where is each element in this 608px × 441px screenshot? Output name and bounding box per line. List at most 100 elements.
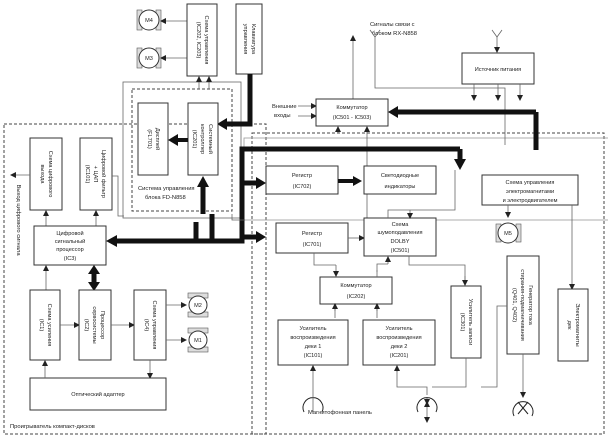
signals-label-1: Сигналы связи с <box>370 22 415 28</box>
register-ic701-line2: (IC701) <box>303 242 322 248</box>
control-circuit-line1: Схема управления <box>203 16 209 65</box>
playback-head-1-icon <box>302 365 324 413</box>
record-amp-line2: (IC301) <box>459 313 465 332</box>
motor-m3: M3 <box>136 47 162 69</box>
control-system-label-1: Система управления <box>138 186 195 192</box>
motor-m2: M2 <box>187 292 209 318</box>
dsp-line1: Цифровой <box>56 230 83 237</box>
bus-keyboard-controller <box>226 74 253 127</box>
playback-amp2-line2: воспроизведения <box>376 335 421 341</box>
dolby-block <box>363 217 437 257</box>
digital-out-block <box>29 137 63 211</box>
bus-main-right <box>212 146 460 244</box>
dolby-line1: Схема <box>392 222 410 228</box>
control-system-group <box>131 88 233 212</box>
register-ic702-block <box>265 165 339 195</box>
switch-ic202-block <box>319 276 393 305</box>
amp-ic1-block <box>29 289 61 361</box>
register-ic702-line1: Регистр <box>292 173 312 179</box>
deck-magnets-block <box>557 288 589 362</box>
motor-m1-label: M1 <box>194 338 202 344</box>
keyboard-block <box>235 3 263 75</box>
optical-adapter-label: Оптический адаптер <box>71 391 124 398</box>
cd-player-group <box>3 123 267 435</box>
system-controller-block <box>187 102 219 176</box>
servo-line1: Процессор <box>99 311 105 339</box>
led-indicators-line1: Светодиодные <box>381 173 419 179</box>
magnet-ctrl-line2: электромагнитами <box>506 189 554 195</box>
playback-amp1-line3: деки 1 <box>305 344 322 350</box>
optical-adapter-block <box>29 377 167 411</box>
playback-amp2-block <box>362 319 436 366</box>
digital-out-line2: выхода <box>39 164 45 184</box>
deck-magnets-line1: Электромагниты <box>574 303 580 346</box>
led-indicators-block <box>363 165 437 195</box>
motor-m4: M4 <box>136 9 162 31</box>
display-line2: (FL701) <box>146 129 152 149</box>
servo-block <box>78 289 112 361</box>
dsp-line2: сигнальный <box>55 238 86 245</box>
register-ic701-block <box>275 222 349 254</box>
digital-out-line1: Схема цифрового <box>47 151 53 198</box>
control-ic4-line1: Схема управления <box>151 301 157 350</box>
digital-filter-line2: + ЦАП <box>92 166 98 183</box>
digital-filter-line1: Цифровой фильтр <box>100 150 107 198</box>
bias-gen-block <box>506 255 540 355</box>
motor-m5-label: M5 <box>504 231 512 237</box>
motor-m3-label: M3 <box>145 56 153 62</box>
antenna-icon <box>369 29 506 145</box>
register-ic701-line1: Регистр <box>302 231 322 237</box>
antenna-icon <box>491 29 503 53</box>
motor-m1: M1 <box>187 327 209 353</box>
keyboard-line2: управления <box>242 24 248 55</box>
control-circuit-block <box>186 3 218 77</box>
dsp-block <box>33 225 107 266</box>
digital-output-label: Выход цифрового сигнала <box>15 184 21 256</box>
playback-amp2-line4: (IC201) <box>390 353 409 359</box>
motor-m4-label: M4 <box>145 18 153 24</box>
switch-main-line1: Коммутатор <box>336 105 367 111</box>
power-supply-block <box>461 52 535 85</box>
dsp-line3: процессор <box>56 247 83 253</box>
system-controller-line1: Системный <box>207 124 214 154</box>
tape-panel-label: Магнитофонная панель <box>308 410 372 416</box>
dolby-line4: (IC501) <box>391 248 410 254</box>
servo-line3: (IC2) <box>83 319 89 332</box>
erase-head-icon <box>512 401 534 417</box>
switch-ic202-line2: (IC202) <box>347 294 366 300</box>
motor-m5: M5 <box>495 222 522 244</box>
playback-amp1-line1: Усилитель <box>299 326 326 332</box>
system-controller-line2: контроллер <box>199 124 205 154</box>
playback-amp1-block <box>277 319 349 366</box>
bidirectional-bus <box>88 265 100 291</box>
amp-ic1-line1: Схема усиления <box>46 304 52 347</box>
bias-gen-line2: стирания-подмагничивания <box>519 269 525 341</box>
playback-amp1-line4: (IC101) <box>304 353 323 359</box>
bias-gen-line1: Генератор тока <box>527 285 533 326</box>
tape-panel-group <box>251 132 605 435</box>
switch-main-line2: (IC501 - IC503) <box>333 115 372 121</box>
magnet-ctrl-line1: Схема управления <box>506 180 555 186</box>
external-inputs-label-1: Внешние <box>272 104 297 110</box>
control-circuit-line2: (IC202, IC203) <box>195 22 201 59</box>
register-ic702-line2: (IC702) <box>293 184 312 190</box>
signals-label-2: блоком RX-N858 <box>372 31 417 37</box>
control-ic4-block <box>133 289 167 361</box>
magnet-ctrl-line3: и электродвигателем <box>503 198 558 204</box>
servo-line2: сервосистемы <box>91 306 97 343</box>
playback-amp2-line1: Усилитель <box>385 326 412 332</box>
playback-amp2-line3: деки 2 <box>391 344 408 350</box>
magnet-ctrl-block <box>481 174 579 206</box>
record-playback-head-2-icon <box>394 365 438 423</box>
keyboard-line1: Клавиатура <box>250 24 256 55</box>
dolby-line2: шумоподавления <box>377 230 422 236</box>
record-amp-line1: Усилитель записи <box>467 299 473 345</box>
display-block <box>137 102 169 176</box>
cd-player-label: Проигрыватель компакт-дисков <box>10 424 95 430</box>
switch-main-block <box>315 98 389 127</box>
record-amp-block <box>450 285 482 359</box>
system-controller-line3: (IC201) <box>191 130 197 149</box>
display-line1: Дисплей <box>154 128 161 150</box>
control-system-label-2: блока FD-N858 <box>145 195 186 201</box>
